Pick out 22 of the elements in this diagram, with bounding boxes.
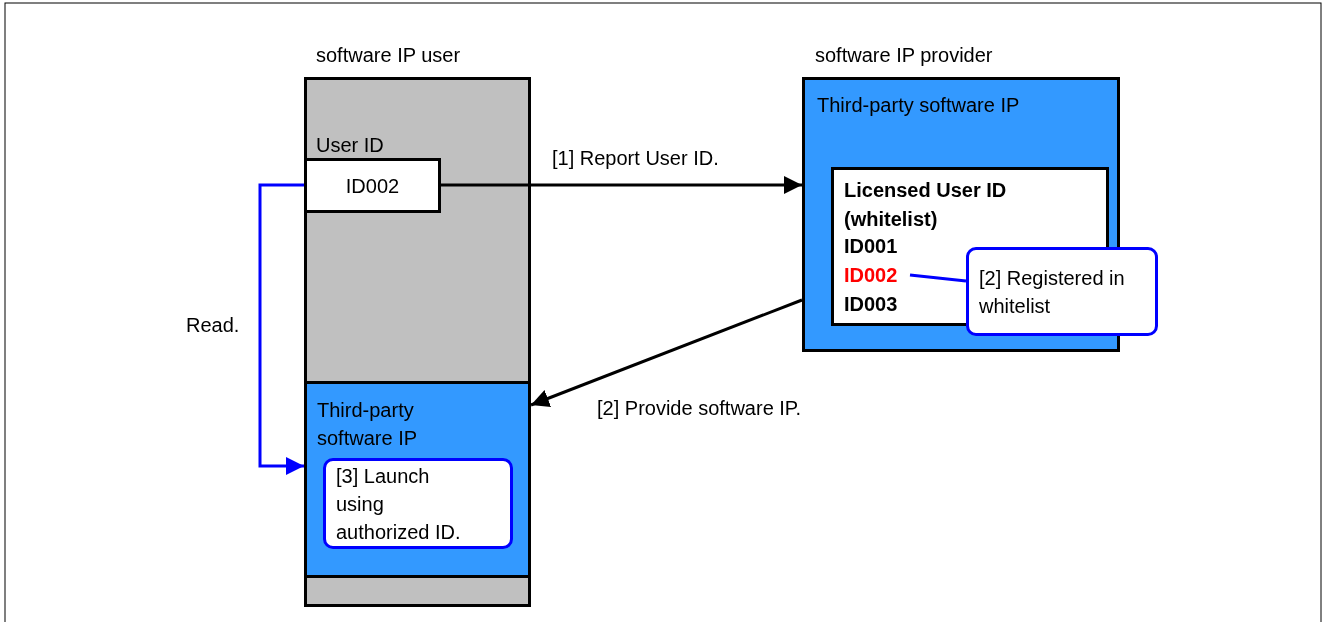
step-text: [3] Launch using authorized ID. bbox=[336, 464, 462, 545]
edge-label: [1] Report User ID. bbox=[552, 146, 719, 170]
block-heading: Third-party software IP bbox=[817, 93, 1020, 117]
id-entry: ID002 bbox=[844, 263, 908, 287]
edge-label: Read. bbox=[186, 313, 240, 337]
arrow bbox=[441, 176, 802, 194]
id-entry: ID001 bbox=[844, 234, 898, 258]
list-heading: Licensed User ID (whitelist) bbox=[844, 178, 1008, 232]
user-id-value: ID002 bbox=[344, 174, 401, 198]
column-heading: software IP user bbox=[316, 43, 461, 67]
field-heading: User ID bbox=[316, 133, 384, 157]
arrow bbox=[258, 183, 304, 475]
edge-label: [2] Provide software IP. bbox=[597, 396, 802, 420]
id-entry: ID003 bbox=[844, 292, 898, 316]
callout-text: [2] Registered in whitelist bbox=[979, 266, 1126, 319]
leader-line bbox=[909, 273, 967, 283]
launch-box bbox=[323, 458, 513, 549]
software-ip-block bbox=[304, 381, 531, 578]
column-heading: software IP provider bbox=[815, 43, 993, 67]
callout-tooltip bbox=[966, 247, 1158, 336]
block-heading: Third-party software IP bbox=[317, 398, 419, 451]
arrow bbox=[530, 298, 803, 407]
